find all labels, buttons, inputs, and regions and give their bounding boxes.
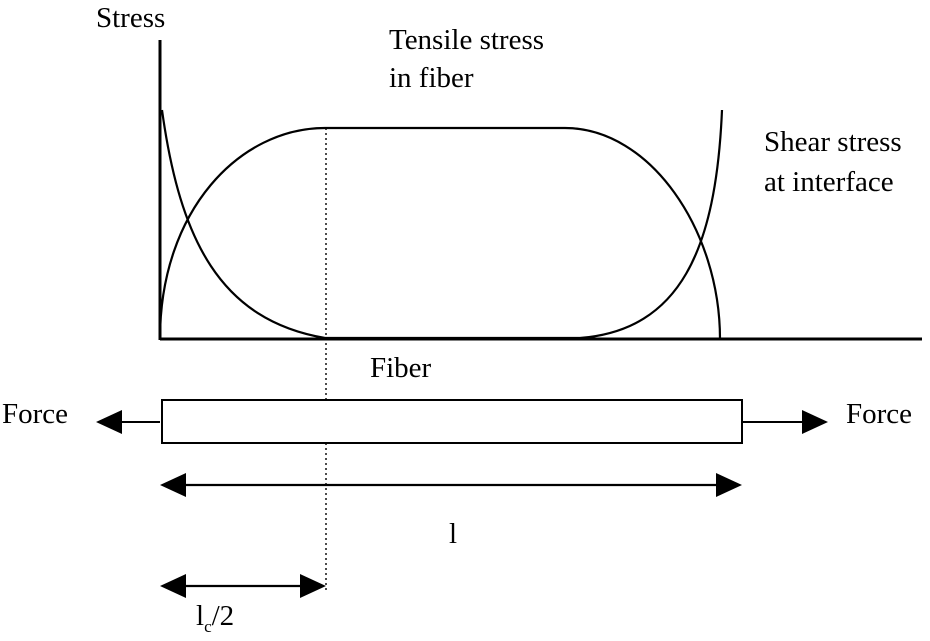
shear-label-line2: at interface bbox=[764, 166, 894, 198]
shear-stress-curve bbox=[160, 109, 724, 340]
critical-length-symbol: l bbox=[196, 600, 205, 632]
stress-axis-label: Stress bbox=[96, 2, 166, 34]
force-right-label: Force bbox=[846, 398, 913, 430]
tensile-label-line2: in fiber bbox=[389, 62, 474, 94]
fiber-label: Fiber bbox=[370, 352, 432, 384]
critical-length-dimension-arrow bbox=[160, 574, 326, 598]
tensile-stress-curve bbox=[158, 126, 722, 340]
tensile-label-line1: Tensile stress bbox=[389, 24, 545, 56]
length-dimension-arrow bbox=[160, 473, 742, 497]
critical-length-fraction: /2 bbox=[211, 600, 235, 632]
right-force-arrow bbox=[742, 410, 828, 434]
shear-label-line1: Shear stress bbox=[764, 126, 902, 158]
critical-length-subscript: c bbox=[204, 617, 212, 636]
length-label: l bbox=[449, 518, 458, 550]
left-force-arrow bbox=[96, 410, 160, 434]
fiber-body bbox=[161, 399, 743, 444]
critical-length-label: lc/2 bbox=[196, 600, 234, 636]
force-left-label: Force bbox=[2, 398, 69, 430]
